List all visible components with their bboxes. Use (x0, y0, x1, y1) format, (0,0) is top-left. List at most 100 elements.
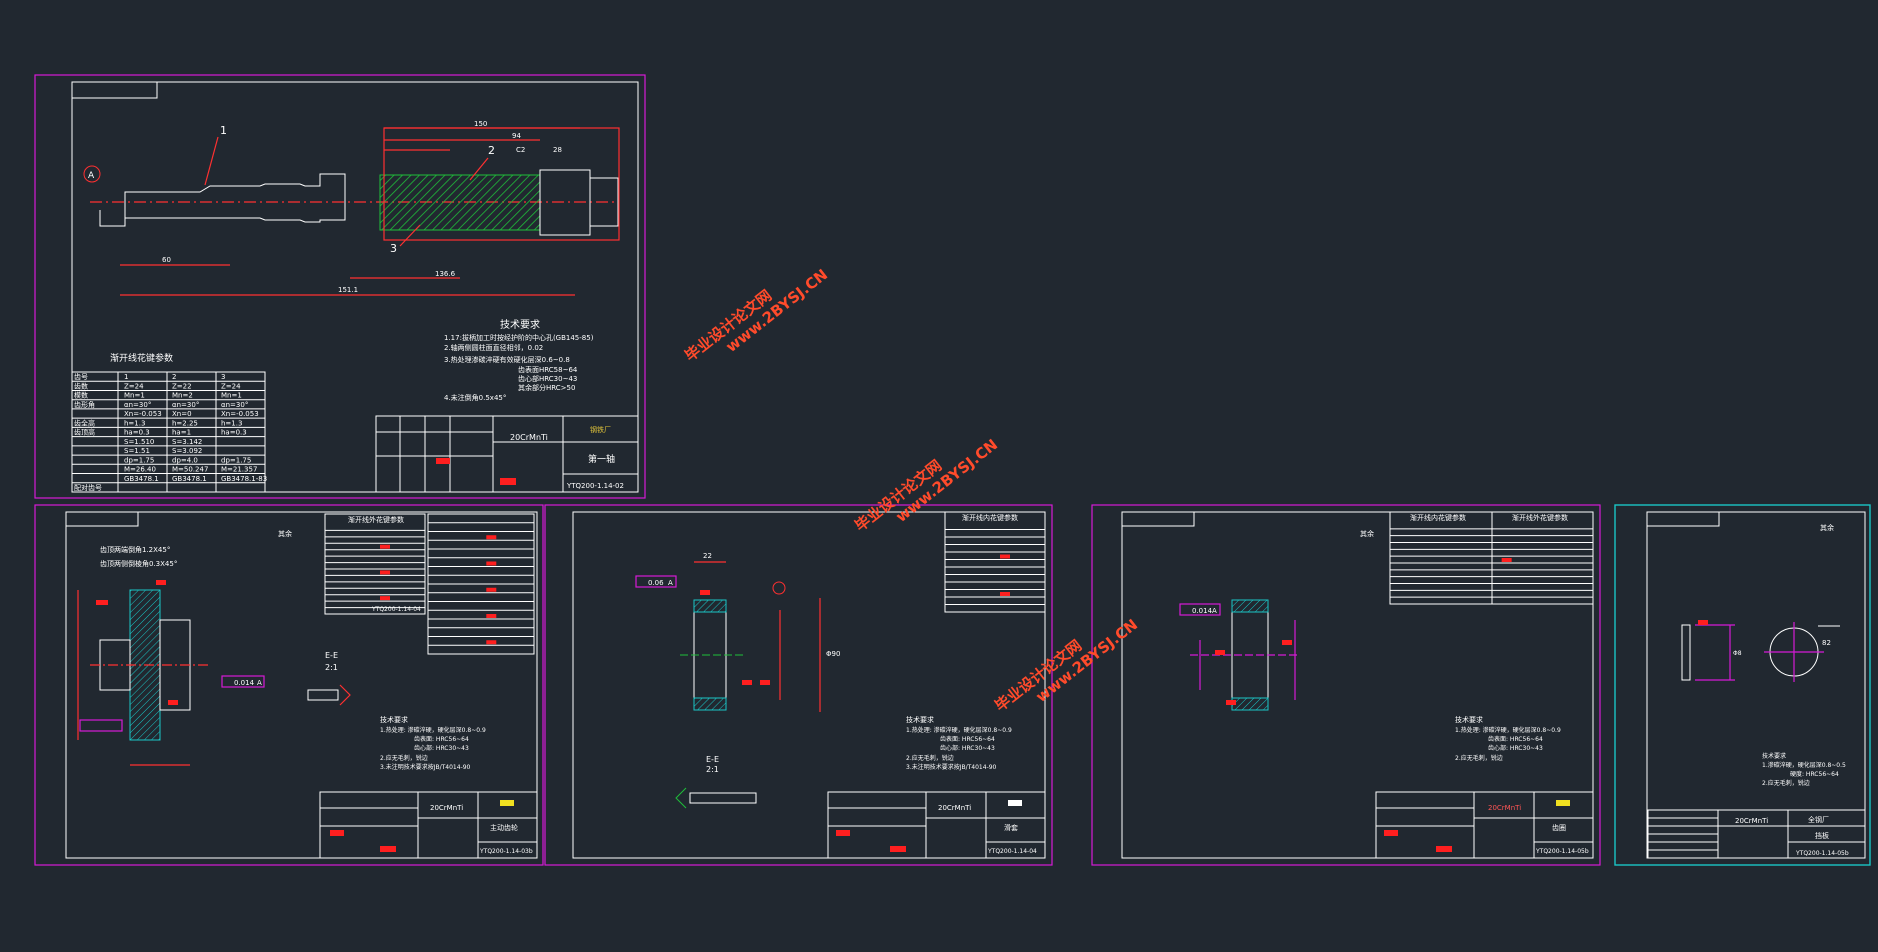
sheet-3-tolerance: 0.06 (648, 579, 664, 587)
sheet-1-inner-frame (71, 81, 639, 493)
spline-table-cell: dp=4.0 (172, 456, 198, 464)
drive-gear-section (77, 580, 210, 766)
tech-req-line: 3.热处理渗碳淬硬有效硬化层深0.6~0.8 (444, 355, 570, 364)
spline-table-cell: Xn=-0.053 (221, 410, 259, 418)
spline-table-cell: Z=22 (172, 382, 192, 390)
sheet-3-sliding-sleeve: 渐开线内花键参数 22 Φ90 0.06 A E-E 2:1 技术要求 1.热处… (544, 504, 1053, 866)
sheet-3-notes-title: 技术要求 (906, 715, 934, 724)
sheet-3-dim-22: 22 (703, 552, 712, 560)
sheet-3-part-name: 滑套 (1004, 823, 1018, 832)
tech-req-line: 4.未注倒角0.5x45° (444, 393, 506, 402)
dim-28: 28 (553, 146, 562, 154)
gear-ring-section (1190, 599, 1300, 711)
spline-table-cell: S=1.51 (124, 447, 150, 455)
spline-table-header: 3 (221, 373, 225, 381)
spline-table-cell: 模数 (74, 391, 88, 400)
sheet-2-drawing-no: YTQ200-1.14-03b (479, 848, 533, 855)
spline-table-cell: S=3.092 (172, 447, 202, 455)
spline-table-cell: dp=1.75 (124, 456, 154, 464)
spline-table-cell: αn=30° (221, 401, 248, 409)
spline-table-cell: ha=1 (172, 429, 191, 437)
sheet-4-table-title-1: 渐开线内花键参数 (1410, 513, 1466, 522)
sheet-5-dim-82: 82 (1822, 639, 1831, 647)
dim-60: 60 (162, 256, 171, 264)
sheet-5-outer-frame (1614, 504, 1871, 866)
sheet-1-drawing-no: YTQ200-1.14-02 (566, 482, 624, 490)
spline-table-cell: h=1.3 (124, 419, 145, 427)
spline-table-header: 齿号 (74, 373, 88, 381)
sheet-5-baffle: 其余 Φ8 82 技术要求 1.渗碳淬硬，硬化层深0.8~0.5 硬度: HRC… (1614, 504, 1871, 866)
sheet-2-note: 齿心部: HRC30~43 (414, 744, 469, 752)
sheet-3-table-title: 渐开线内花键参数 (962, 513, 1018, 522)
sheet-4-note: 1.热处理: 渗碳淬硬，硬化层深0.8~0.9 (1455, 726, 1561, 734)
sheet-2-tolerance: 0.014 (234, 679, 255, 687)
sheet-2-datum: A (257, 679, 262, 687)
tech-req-line: 齿心部HRC30~43 (518, 374, 577, 383)
spline-table-cell: ha=0.3 (124, 429, 150, 437)
sleeve-section (680, 561, 821, 712)
spline-table-cell: M=50.247 (172, 466, 208, 474)
sheet-2-roughness-label: 其余 (278, 529, 292, 538)
sheet-1-outer-frame (34, 74, 646, 499)
watermark-1: 毕业设计论文网 www.2BYSJ.CN (681, 265, 831, 365)
sheet-2-note: 齿表面: HRC56~64 (414, 735, 469, 743)
sheet-4-gear-ring: 其余 渐开线内花键参数 渐开线外花键参数 0.014 A 技术要求 1.热处理:… (1091, 504, 1601, 866)
sheet-2-part-name: 主动齿轮 (490, 823, 518, 832)
sheet-3-dim-phi90: Φ90 (826, 650, 840, 658)
spline-table-cell: S=3.142 (172, 438, 202, 446)
sheet-1-title-block: 20CrMnTi 钢铁厂 第一轴 YTQ200-1.14-02 (375, 415, 639, 493)
sheet-2-notes-title: 技术要求 (380, 715, 408, 724)
sheet-3-material: 20CrMnTi (938, 804, 971, 812)
spline-table-cell: dp=1.75 (221, 456, 251, 464)
spline-table-cell: 齿顶高 (74, 428, 95, 437)
sheet-2-note: 2.应无毛刺，锐边 (380, 754, 428, 762)
sheet-3-inner-frame (572, 511, 1046, 859)
spline-table-cell: αn=30° (172, 401, 199, 409)
sheet-5-drawing-no: YTQ200-1.14-05b (1795, 850, 1849, 857)
sheet-5-note: 硬度: HRC56~64 (1790, 770, 1839, 778)
spline-table-cell: Xn=0 (172, 410, 192, 418)
spline-table-title: 渐开线花键参数 (110, 352, 173, 364)
sheet-5-note: 1.渗碳淬硬，硬化层深0.8~0.5 (1762, 761, 1846, 769)
sheet-2-table-drawing-no: YTQ200-1.14-04 (371, 606, 421, 613)
spline-table-cell: Mn=1 (124, 392, 145, 400)
sheet-2-inner-frame (65, 511, 538, 859)
sheet-4-outer-frame (1091, 504, 1601, 866)
dim-150: 150 (474, 120, 487, 128)
sheet-4-tolerance: 0.014 (1192, 607, 1213, 615)
sheet-4-material: 20CrMnTi (1488, 804, 1521, 812)
watermark-2: 毕业设计论文网 www.2BYSJ.CN (851, 435, 1001, 535)
spline-table-cell: Z=24 (221, 382, 241, 390)
spline-table-cell: GB3478.1 (124, 475, 159, 483)
sheet-5-part-name: 挡板 (1815, 831, 1829, 840)
datum-a-label: A (88, 171, 95, 181)
sheet-4-note: 齿心部: HRC30~43 (1488, 744, 1543, 752)
tech-req-line: 齿表面HRC58~64 (518, 365, 578, 374)
sheet-4-note: 齿表面: HRC56~64 (1488, 735, 1543, 743)
dim-c2: C2 (516, 146, 525, 154)
spline-table-cell: αn=30° (124, 401, 151, 409)
shaft-tech-requirements: 技术要求 1.17:拔柄加工时按经护阶的中心孔(GB145-85) 2.轴两侧圆… (444, 318, 594, 402)
sheet-3-section-label: E-E (706, 755, 719, 764)
shaft-outline (90, 127, 620, 241)
watermark-3: 毕业设计论文网 www.2BYSJ.CN (991, 615, 1141, 715)
watermark-group: 毕业设计论文网 www.2BYSJ.CN 毕业设计论文网 www.2BYSJ.C… (681, 265, 1141, 715)
sheet-2-tolerance-frame (221, 675, 265, 688)
spline-table-cell: M=21.357 (221, 466, 257, 474)
sheet-3-datum: A (668, 579, 673, 587)
sheet-4-roughness-label: 其余 (1360, 529, 1374, 538)
shaft-hatched-section (379, 174, 541, 231)
sheet-4-part-name: 齿圈 (1552, 824, 1566, 832)
spline-table-cell: GB3478.1 (172, 475, 207, 483)
sheet-2-section-label: E-E (325, 651, 338, 660)
sheet-3-note: 3.未注明技术要求按JB/T4014-90 (906, 763, 997, 771)
sheet-4-drawing-no: YTQ200-1.14-05b (1535, 848, 1589, 855)
sheet-3-scale: 2:1 (706, 765, 719, 774)
sheet-2-scale: 2:1 (325, 663, 338, 672)
tech-req-line: 1.17:拔柄加工时按经护阶的中心孔(GB145-85) (444, 333, 594, 342)
dim-136: 136.6 (435, 270, 456, 278)
sheet-2-material: 20CrMnTi (430, 804, 463, 812)
sheet-4-note: 2.应无毛刺，锐边 (1455, 754, 1503, 762)
sheet-4-datum: A (1212, 607, 1217, 615)
